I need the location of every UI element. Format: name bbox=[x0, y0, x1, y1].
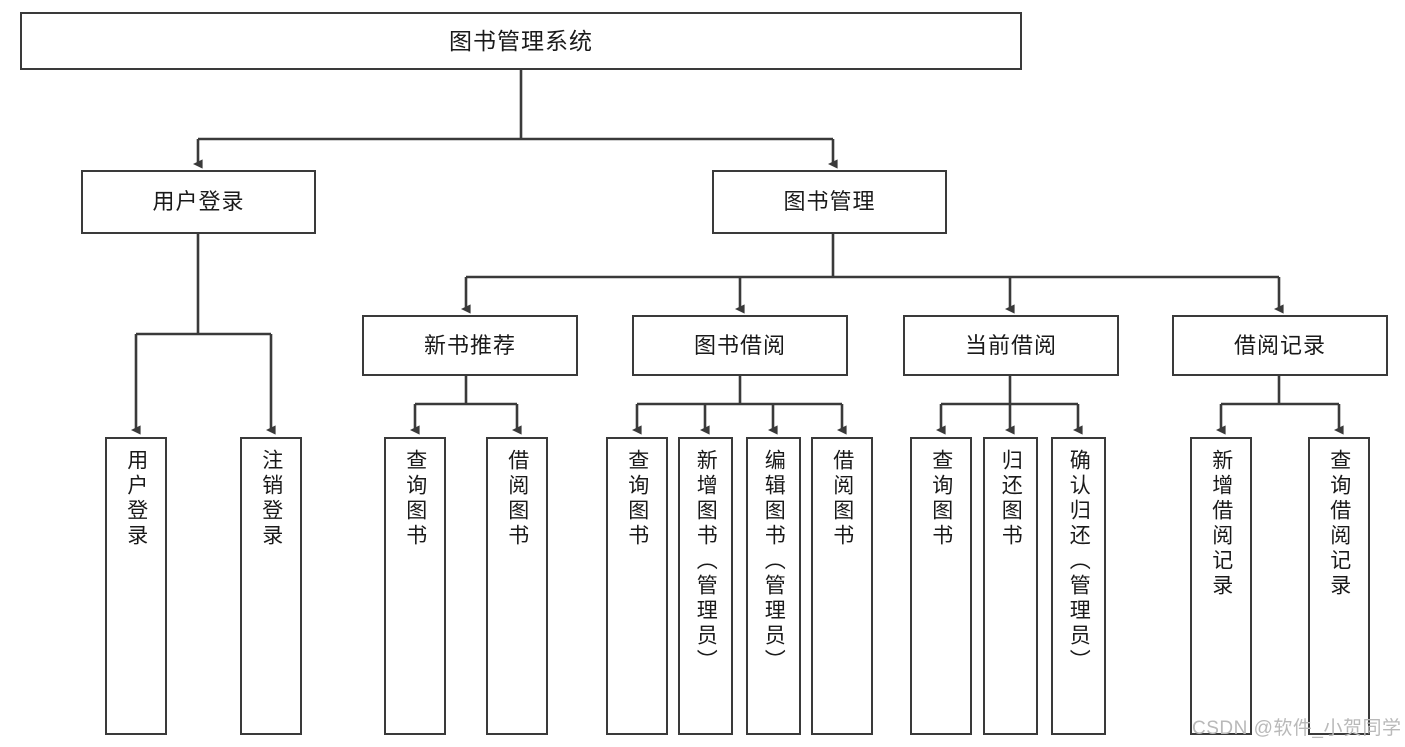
leaf-edit-book-admin[interactable]: 编辑图书（管理员） bbox=[746, 437, 801, 735]
node-label: 查询图书 bbox=[403, 449, 427, 549]
node-label: 确认归还（管理员） bbox=[1067, 449, 1091, 674]
leaf-return-book[interactable]: 归还图书 bbox=[983, 437, 1038, 735]
node-borrow-record[interactable]: 借阅记录 bbox=[1172, 315, 1388, 376]
leaf-confirm-return-admin[interactable]: 确认归还（管理员） bbox=[1051, 437, 1106, 735]
node-label: 借阅记录 bbox=[1233, 332, 1326, 358]
node-label: 图书管理系统 bbox=[449, 27, 593, 54]
node-book-management[interactable]: 图书管理 bbox=[712, 170, 947, 234]
node-label: 查询图书 bbox=[929, 449, 953, 549]
node-label: 查询借阅记录 bbox=[1327, 449, 1351, 599]
node-label: 归还图书 bbox=[999, 449, 1023, 549]
watermark: CSDN @软件_小贺同学 bbox=[1192, 718, 1402, 739]
leaf-user-login[interactable]: 用户登录 bbox=[105, 437, 167, 735]
leaf-query-book-recommend[interactable]: 查询图书 bbox=[384, 437, 446, 735]
node-new-book-recommend[interactable]: 新书推荐 bbox=[362, 315, 578, 376]
node-current-borrow[interactable]: 当前借阅 bbox=[903, 315, 1119, 376]
node-label: 图书管理 bbox=[783, 189, 876, 215]
node-book-borrow[interactable]: 图书借阅 bbox=[632, 315, 848, 376]
leaf-add-book-admin[interactable]: 新增图书（管理员） bbox=[678, 437, 733, 735]
node-label: 注销登录 bbox=[259, 449, 283, 549]
leaf-logout[interactable]: 注销登录 bbox=[240, 437, 302, 735]
node-label: 用户登录 bbox=[124, 449, 148, 549]
leaf-query-borrow-record[interactable]: 查询借阅记录 bbox=[1308, 437, 1370, 735]
node-user-login[interactable]: 用户登录 bbox=[81, 170, 316, 234]
node-label: 用户登录 bbox=[152, 189, 245, 215]
node-label: 新书推荐 bbox=[423, 332, 516, 358]
node-label: 借阅图书 bbox=[830, 449, 854, 549]
node-label: 图书借阅 bbox=[693, 332, 786, 358]
leaf-borrow-book-recommend[interactable]: 借阅图书 bbox=[486, 437, 548, 735]
leaf-add-borrow-record[interactable]: 新增借阅记录 bbox=[1190, 437, 1252, 735]
node-label: 新增图书（管理员） bbox=[694, 449, 718, 674]
node-label: 编辑图书（管理员） bbox=[762, 449, 786, 674]
node-label: 当前借阅 bbox=[964, 332, 1057, 358]
node-label: 借阅图书 bbox=[505, 449, 529, 549]
node-root-system[interactable]: 图书管理系统 bbox=[20, 12, 1022, 70]
node-label: 查询图书 bbox=[625, 449, 649, 549]
leaf-borrow-book[interactable]: 借阅图书 bbox=[811, 437, 873, 735]
leaf-query-book-borrow[interactable]: 查询图书 bbox=[606, 437, 668, 735]
leaf-query-book-current[interactable]: 查询图书 bbox=[910, 437, 972, 735]
node-label: 新增借阅记录 bbox=[1209, 449, 1233, 599]
